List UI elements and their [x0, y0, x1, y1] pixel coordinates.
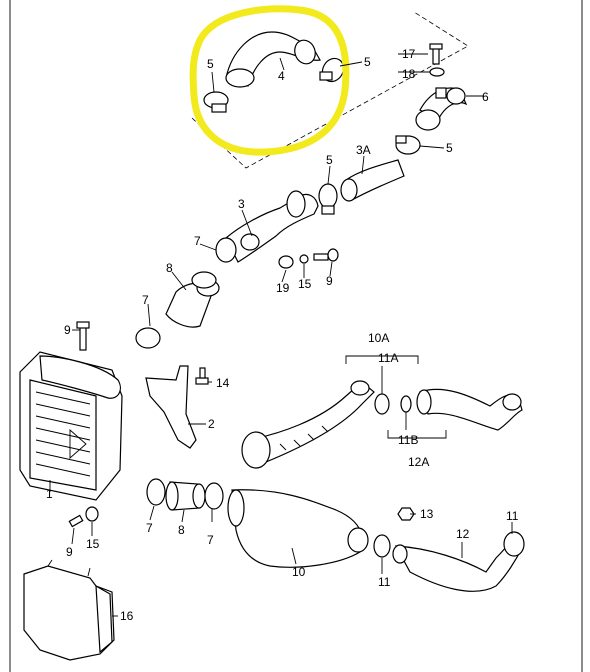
part-2-bracket: [145, 365, 197, 449]
leader-lines: [49, 53, 513, 617]
bracket-12a: [387, 430, 447, 439]
part-6-connector: [415, 87, 468, 131]
part-7-clamp-mid: [191, 271, 217, 289]
part-5-clamp-upper-right: [395, 135, 421, 155]
part-5-clamp-middle: [318, 183, 338, 215]
label-9: 9: [64, 323, 71, 337]
label-16: 16: [120, 609, 134, 623]
label-5: 5: [364, 55, 371, 69]
label-1: 1: [46, 487, 53, 501]
part-4-hose: [225, 31, 321, 88]
label-11a: 11A: [378, 351, 398, 365]
part-1-intercooler: [19, 351, 123, 501]
label-7: 7: [207, 533, 214, 547]
part-19-15-9-fasteners: [278, 248, 339, 269]
part-11-clamp-lower: [373, 534, 391, 558]
label-10a: 10A: [368, 331, 389, 345]
label-12: 12: [456, 527, 470, 541]
part-17-screw: [429, 43, 443, 65]
part-8-sleeve-top: [165, 279, 220, 328]
part-5-clamp-left: [203, 91, 229, 113]
label-5: 5: [446, 141, 453, 155]
label-15: 15: [86, 537, 100, 551]
part-10a-pipe: [241, 380, 375, 469]
label-19: 19: [276, 281, 290, 295]
label-7: 7: [194, 234, 201, 248]
label-14: 14: [216, 376, 230, 390]
label-13: 13: [420, 507, 434, 521]
part-18-washer: [429, 67, 445, 77]
label-18: 18: [402, 67, 416, 81]
label-9: 9: [326, 274, 333, 288]
part-8-sleeve-bottom: [165, 481, 206, 511]
part-12-hose: [392, 532, 523, 592]
label-5: 5: [326, 153, 333, 167]
label-11b: 11B: [398, 433, 418, 447]
part-7-clamp-bottom-right: [204, 482, 224, 510]
part-14-bolt: [195, 367, 209, 385]
part-12a-hose: [416, 388, 523, 431]
part-5-clamp-right: [319, 57, 345, 83]
part-13-nut: [397, 507, 415, 521]
label-15: 15: [298, 277, 312, 291]
label-17: 17: [402, 47, 416, 61]
label-12a: 12A: [408, 455, 429, 469]
part-11b-ring: [400, 395, 412, 413]
highlight-circle: [189, 5, 350, 156]
label-8: 8: [166, 261, 173, 275]
part-labels: 5 4 5 17 18 6 5 5 3A 3 7 19 15 9 8 7 9 1…: [46, 47, 519, 623]
part-11a-clamp: [374, 393, 390, 415]
part-11-clamp-right: [503, 531, 525, 557]
label-7: 7: [142, 293, 149, 307]
label-3a: 3A: [356, 143, 371, 157]
label-2: 2: [208, 417, 215, 431]
part-7-clamp-bottom-left: [146, 478, 166, 506]
label-6: 6: [482, 90, 489, 104]
part-9-15-fasteners-bottom: [68, 506, 99, 528]
label-4: 4: [278, 69, 285, 83]
label-7: 7: [146, 521, 153, 535]
bracket-10a: [345, 355, 419, 364]
label-11: 11: [506, 509, 519, 523]
label-5: 5: [207, 57, 214, 71]
part-9-bolt-top: [76, 321, 90, 351]
label-3: 3: [238, 197, 245, 211]
label-9: 9: [66, 545, 73, 559]
part-3-pipe: [225, 190, 319, 263]
dashed-group-outline: [191, 11, 469, 169]
label-10: 10: [292, 565, 306, 579]
part-16-air-duct: [23, 559, 115, 661]
label-11: 11: [378, 575, 391, 589]
part-10-pipe: [227, 489, 369, 568]
part-7-clamp-top: [215, 237, 237, 263]
part-3a-hose: [340, 159, 405, 202]
label-8: 8: [178, 523, 185, 537]
part-7-clamp-lower: [135, 327, 161, 349]
